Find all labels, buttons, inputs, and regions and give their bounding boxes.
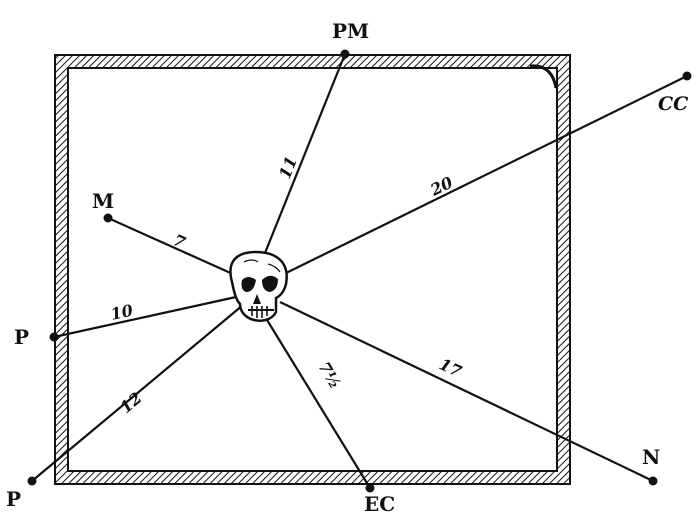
label-cc: CC (658, 93, 688, 115)
point-m (103, 213, 113, 223)
frame-corner-mark (529, 64, 558, 89)
distance-n: 17 (436, 354, 464, 381)
point-n (648, 476, 658, 486)
line-to-pm (261, 53, 347, 259)
label-n: N (642, 445, 660, 469)
point-pm (340, 49, 350, 59)
distance-pm: 11 (275, 154, 301, 182)
distance-p-upper: 10 (109, 301, 135, 324)
frame-border (54, 54, 571, 485)
line-to-p-upper (53, 295, 237, 339)
point-cc (682, 71, 692, 81)
line-to-m (107, 216, 236, 277)
label-p-lower: P (6, 487, 21, 511)
point-p-upper (49, 332, 59, 342)
label-p-upper: P (14, 325, 29, 349)
point-ec (365, 483, 375, 493)
distance-m: 7 (170, 230, 188, 252)
label-m: M (92, 189, 114, 213)
line-to-cc (281, 75, 688, 276)
measurement-lines (31, 53, 688, 489)
skull-icon (229, 250, 288, 322)
endpoints (27, 49, 692, 493)
distance-cc: 20 (427, 173, 456, 200)
line-to-n (279, 301, 654, 482)
hatched-frame (54, 54, 571, 485)
line-to-ec (263, 314, 371, 489)
line-to-p-lower (31, 304, 244, 482)
point-p-lower (27, 476, 37, 486)
distance-ec: 7½ (315, 359, 345, 393)
label-ec: EC (364, 492, 395, 516)
distance-p-lower: 12 (116, 388, 145, 417)
label-pm: PM (332, 19, 369, 43)
point-labels: PM CC M P P EC N (6, 19, 688, 516)
